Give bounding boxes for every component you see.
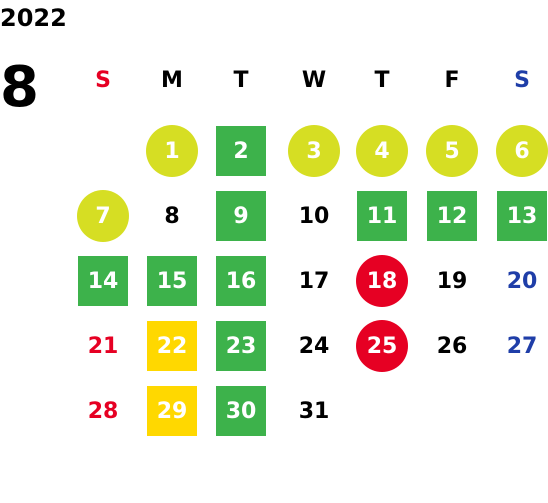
weekday-header: S M T W T F S xyxy=(0,66,548,100)
calendar-day[interactable]: 31 xyxy=(298,398,330,424)
calendar-day[interactable]: 23 xyxy=(216,321,266,371)
calendar-day[interactable]: 28 xyxy=(87,398,119,424)
calendar-year: 2022 xyxy=(0,4,67,32)
weekday-wednesday: W xyxy=(301,68,327,93)
calendar-day[interactable]: 2 xyxy=(216,126,266,176)
calendar-month: 8 xyxy=(0,55,39,120)
weekday-sunday: S xyxy=(95,68,111,93)
calendar-day[interactable]: 18 xyxy=(356,255,408,307)
calendar-day[interactable]: 19 xyxy=(436,268,468,294)
calendar-day[interactable]: 15 xyxy=(147,256,197,306)
weekday-thursday: T xyxy=(374,68,390,93)
calendar-day[interactable]: 26 xyxy=(436,333,468,359)
calendar-day[interactable]: 21 xyxy=(87,333,119,359)
calendar-day[interactable]: 9 xyxy=(216,191,266,241)
calendar-day[interactable]: 29 xyxy=(147,386,197,436)
calendar-day[interactable]: 3 xyxy=(288,125,340,177)
weekday-monday: M xyxy=(161,68,183,93)
calendar-day[interactable]: 5 xyxy=(426,125,478,177)
weekday-friday: F xyxy=(444,68,460,93)
calendar-day[interactable]: 4 xyxy=(356,125,408,177)
weekday-tuesday: T xyxy=(233,68,249,93)
calendar-day[interactable]: 7 xyxy=(77,190,129,242)
calendar-day[interactable]: 22 xyxy=(147,321,197,371)
calendar-day[interactable]: 8 xyxy=(164,203,180,229)
calendar-day[interactable]: 13 xyxy=(497,191,547,241)
calendar-day[interactable]: 14 xyxy=(78,256,128,306)
calendar-day[interactable]: 30 xyxy=(216,386,266,436)
calendar-day[interactable]: 6 xyxy=(496,125,548,177)
calendar-day[interactable]: 11 xyxy=(357,191,407,241)
calendar-day[interactable]: 20 xyxy=(506,268,538,294)
weekday-saturday: S xyxy=(514,68,530,93)
calendar-day[interactable]: 1 xyxy=(146,125,198,177)
calendar-day[interactable]: 17 xyxy=(298,268,330,294)
calendar-day[interactable]: 27 xyxy=(506,333,538,359)
calendar-day[interactable]: 10 xyxy=(298,203,330,229)
calendar-day[interactable]: 16 xyxy=(216,256,266,306)
calendar-day[interactable]: 25 xyxy=(356,320,408,372)
calendar-day[interactable]: 24 xyxy=(298,333,330,359)
calendar-day[interactable]: 12 xyxy=(427,191,477,241)
